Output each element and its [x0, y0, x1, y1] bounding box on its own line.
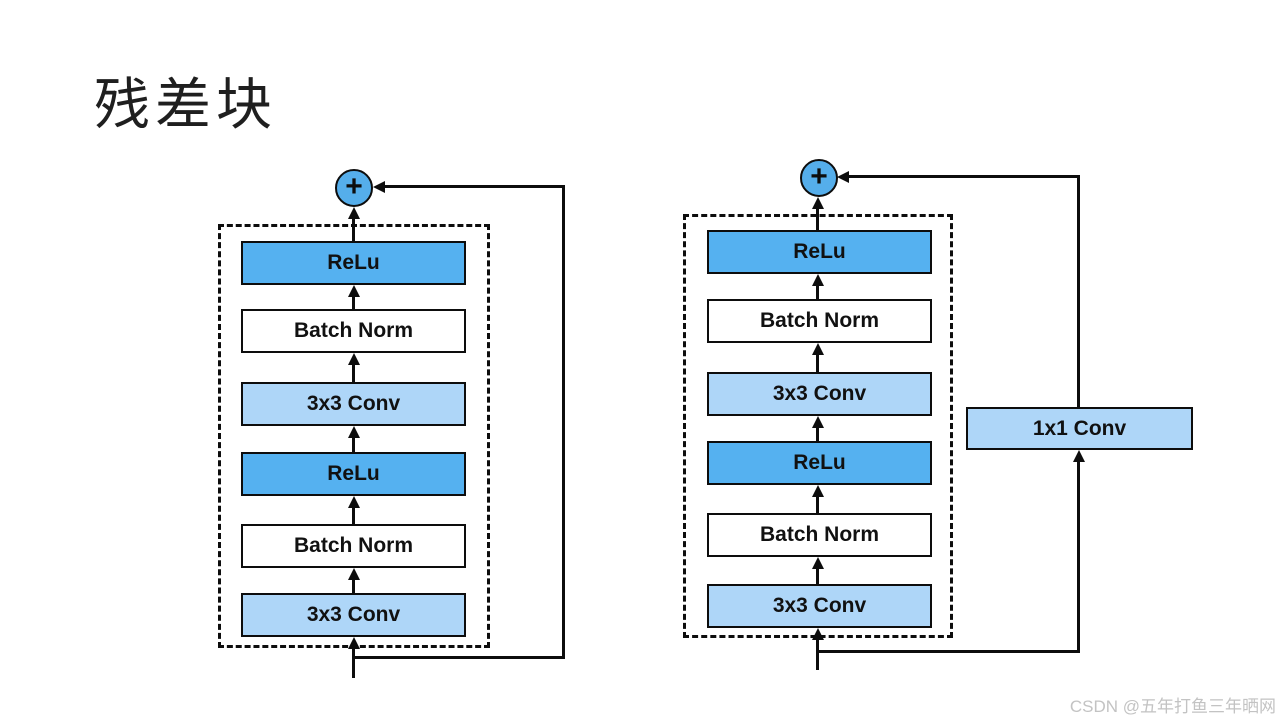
plus-icon: +: [345, 169, 363, 203]
flow-line: [816, 207, 819, 230]
arrow-up-icon: [1073, 450, 1085, 462]
arrow-left-icon: [373, 181, 385, 193]
layer-conv: 3x3 Conv: [707, 372, 932, 416]
arrow-up-icon: [812, 416, 824, 428]
flow-line: [352, 295, 355, 309]
skip-connection-line: [1077, 460, 1080, 653]
skip-connection-line: [816, 650, 1080, 653]
layer-conv: 3x3 Conv: [707, 584, 932, 628]
layer-relu: ReLu: [707, 230, 932, 274]
layer-batchnorm: Batch Norm: [707, 299, 932, 343]
arrow-up-icon: [348, 496, 360, 508]
arrow-up-icon: [348, 285, 360, 297]
watermark: CSDN @五年打鱼三年晒网: [1069, 697, 1276, 716]
input-line: [352, 647, 355, 678]
layer-relu: ReLu: [241, 241, 466, 285]
arrow-up-icon: [812, 343, 824, 355]
arrow-up-icon: [348, 207, 360, 219]
flow-line: [352, 436, 355, 452]
flow-line: [352, 506, 355, 524]
arrow-up-icon: [348, 353, 360, 365]
arrow-up-icon: [348, 426, 360, 438]
layer-conv: 3x3 Conv: [241, 382, 466, 426]
arrow-up-icon: [812, 485, 824, 497]
arrow-up-icon: [348, 637, 360, 649]
layer-batchnorm: Batch Norm: [241, 524, 466, 568]
arrow-up-icon: [812, 274, 824, 286]
skip-connection-line: [847, 175, 1080, 178]
layer-batchnorm: Batch Norm: [707, 513, 932, 557]
flow-line: [816, 284, 819, 299]
arrow-left-icon: [837, 171, 849, 183]
layer-relu: ReLu: [241, 452, 466, 496]
skip-connection-line: [1077, 175, 1080, 407]
input-line: [816, 638, 819, 670]
flow-line: [816, 495, 819, 513]
flow-line: [352, 363, 355, 382]
layer-conv: 3x3 Conv: [241, 593, 466, 637]
flow-line: [352, 578, 355, 593]
skip-connection-line: [562, 185, 565, 659]
flow-line: [352, 217, 355, 241]
layer-relu: ReLu: [707, 441, 932, 485]
layer-batchnorm: Batch Norm: [241, 309, 466, 353]
page-title: 残差块: [94, 73, 277, 136]
add-node: +: [800, 159, 838, 197]
plus-icon: +: [810, 159, 828, 193]
flow-line: [816, 567, 819, 584]
arrow-up-icon: [348, 568, 360, 580]
flow-line: [816, 353, 819, 372]
arrow-up-icon: [812, 557, 824, 569]
arrow-up-icon: [812, 197, 824, 209]
arrow-up-icon: [812, 628, 824, 640]
shortcut-conv-block: 1x1 Conv: [966, 407, 1193, 450]
skip-connection-line: [352, 656, 565, 659]
skip-connection-line: [383, 185, 564, 188]
add-node: +: [335, 169, 373, 207]
flow-line: [816, 426, 819, 441]
